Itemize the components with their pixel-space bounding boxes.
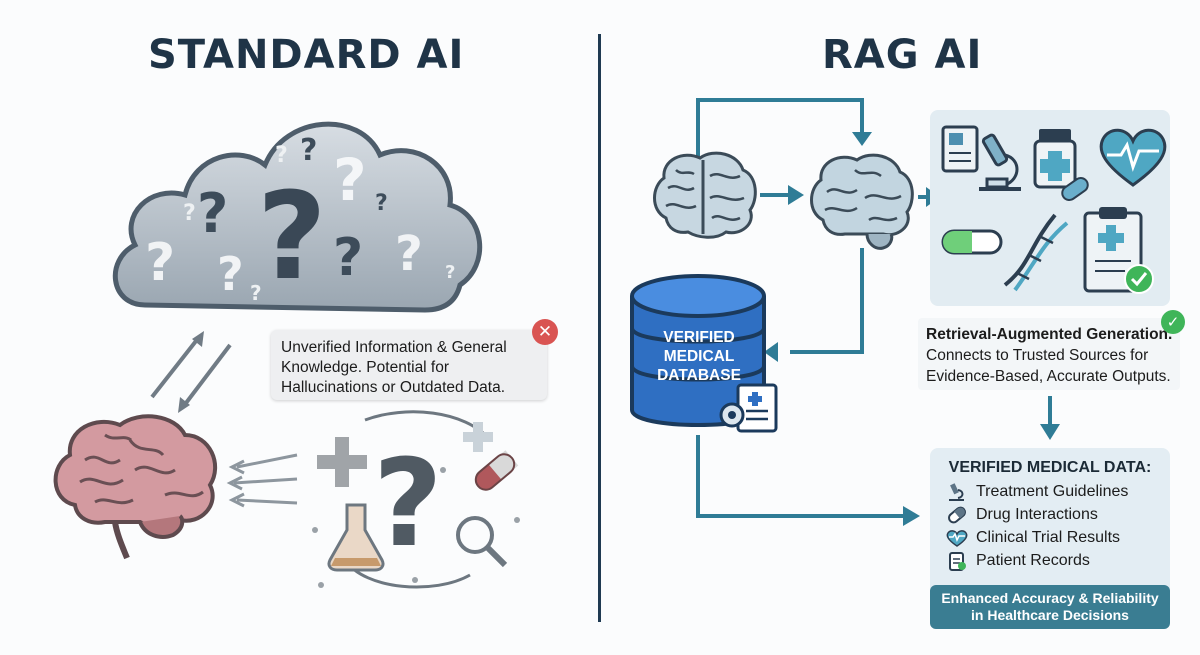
svg-text:?: ? (250, 281, 262, 305)
database-icon (630, 274, 766, 427)
check-icon: ✓ (1161, 310, 1185, 334)
motion-lines (226, 453, 298, 508)
verified-data-item: Treatment Guidelines (946, 481, 1128, 503)
verified-data-label: Treatment Guidelines (976, 483, 1129, 500)
banner-line: in Healthcare Decisions (971, 607, 1129, 623)
database-label-line: MEDICAL (663, 348, 735, 365)
svg-text:?: ? (300, 133, 317, 168)
database-label-line: DATABASE (657, 367, 741, 384)
down-arrow (1040, 396, 1060, 440)
capsule-icon (941, 229, 1003, 255)
verified-data-item: Clinical Trial Results (946, 527, 1120, 549)
rag-description: Retrieval-Augmented Generation. Connects… (918, 318, 1180, 390)
banner-line: Enhanced Accuracy & Reliability (941, 590, 1159, 606)
svg-text:?: ? (395, 226, 423, 282)
svg-text:?: ? (333, 228, 363, 288)
svg-text:?: ? (183, 201, 196, 226)
x-icon: ✕ (532, 319, 558, 345)
unverified-info-callout: Unverified Information & General Knowled… (271, 330, 547, 400)
verified-data-title: VERIFIED MEDICAL DATA: (948, 459, 1152, 476)
heart-icon (946, 530, 968, 547)
document-gear-icon (719, 383, 778, 433)
pill-icon (948, 506, 966, 524)
svg-text:?: ? (217, 247, 244, 301)
verified-data-label: Clinical Trial Results (976, 529, 1121, 546)
uncertainty-cloud: ? ? ? ? ? ? ? ? ? ? ? ? ? (112, 121, 483, 313)
svg-text:?: ? (145, 233, 175, 293)
callout-line: Knowledge. Potential for (281, 359, 450, 376)
report-icon (941, 125, 979, 173)
bidirectional-arrows (150, 331, 232, 413)
svg-text:?: ? (257, 168, 327, 307)
brain-icon (653, 151, 757, 239)
rag-line: Evidence-Based, Accurate Outputs. (926, 368, 1171, 385)
rag-heading: Retrieval-Augmented Generation. (926, 326, 1173, 343)
medical-sources-icons (941, 125, 1167, 294)
rag-line: Connects to Trusted Sources for (926, 347, 1149, 364)
microscope-icon (979, 133, 1021, 191)
heart-icon (1099, 128, 1167, 187)
clipboard-icon (949, 552, 966, 571)
standard-ai-title: STANDARD AI (148, 32, 465, 78)
enhanced-accuracy-banner: Enhanced Accuracy & Reliability in Healt… (930, 585, 1170, 629)
svg-text:?: ? (445, 262, 455, 283)
verified-data-label: Drug Interactions (976, 506, 1098, 523)
brain-icon (53, 414, 218, 560)
database-label-line: VERIFIED (663, 329, 735, 346)
callout-line: Hallucinations or Outdated Data. (281, 379, 506, 396)
dna-icon (1003, 213, 1069, 292)
svg-text:?: ? (197, 182, 228, 245)
clipboard-icon (1083, 207, 1154, 294)
rag-ai-title: RAG AI (822, 32, 983, 78)
svg-text:?: ? (333, 146, 367, 214)
microscope-icon (949, 483, 964, 501)
database-label: VERIFIED MEDICAL DATABASE (640, 328, 758, 385)
svg-text:?: ? (275, 143, 288, 168)
verified-data-item: Drug Interactions (946, 504, 1098, 526)
verified-data-item: Patient Records (946, 550, 1090, 572)
section-divider (598, 34, 601, 622)
callout-line: Unverified Information & General (281, 339, 507, 356)
rag-flow-arrows (696, 98, 940, 526)
medical-uncertainty-cluster: ? (312, 410, 520, 589)
brain-icon (810, 153, 914, 250)
svg-text:?: ? (375, 191, 388, 216)
pill-bottle-icon (1033, 129, 1089, 202)
svg-text:?: ? (373, 435, 443, 574)
verified-data-label: Patient Records (976, 552, 1090, 569)
